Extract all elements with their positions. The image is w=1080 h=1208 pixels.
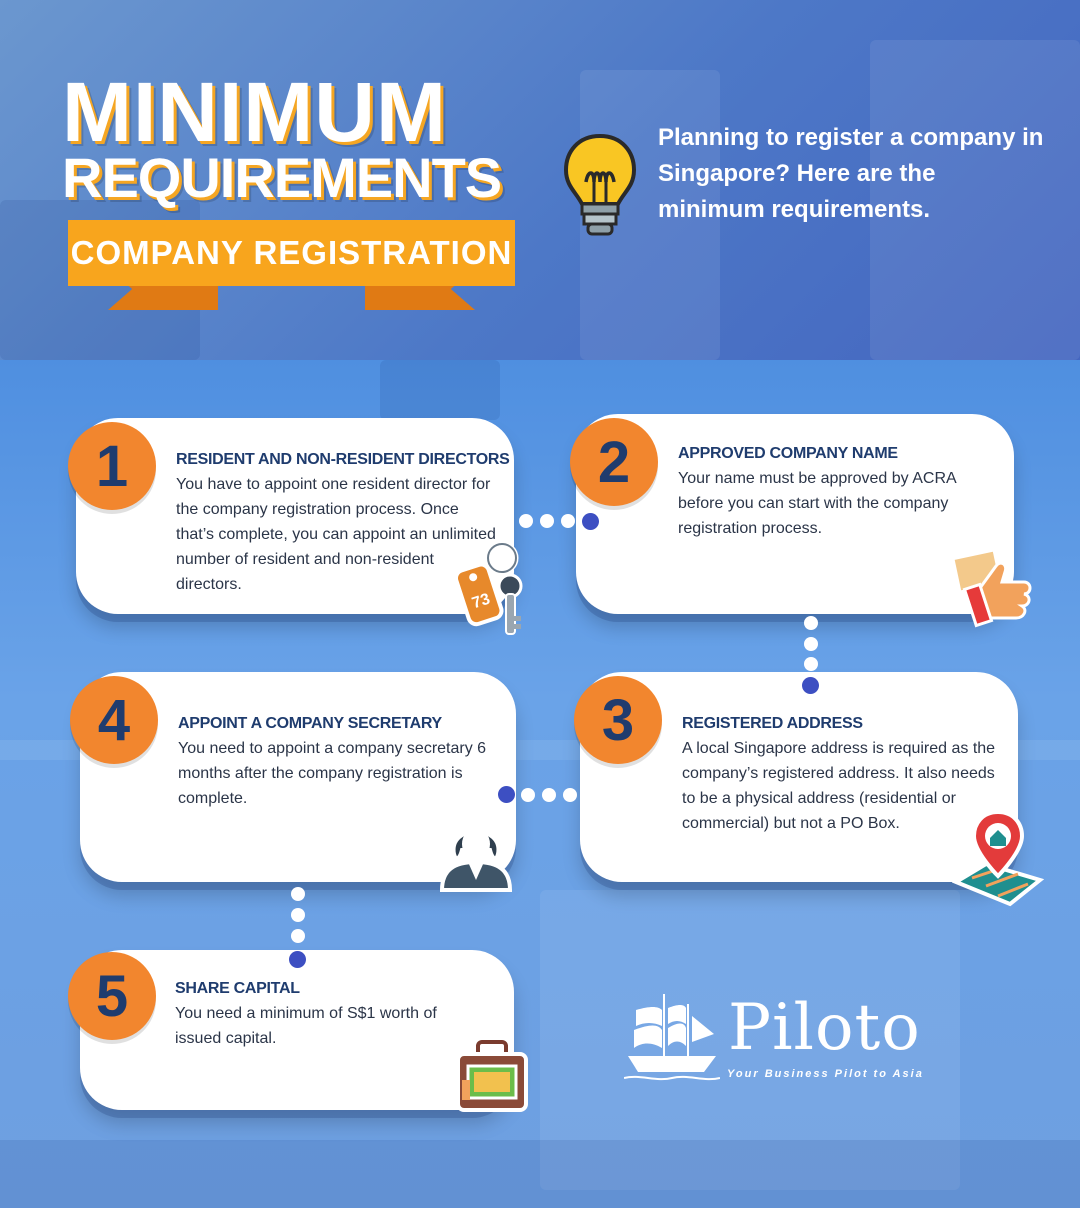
connector-dot [519, 514, 533, 528]
step-text-5: You need a minimum of S$1 worth of issue… [175, 1005, 437, 1047]
connector-end-dot [582, 513, 599, 530]
connector-dot [291, 908, 305, 922]
brand-tagline: Your Business Pilot to Asia [727, 1068, 924, 1080]
step-title-4: APPOINT A COMPANY SECRETARY [178, 715, 442, 732]
key-tag-label: 73 [470, 591, 492, 613]
title-line-2: REQUIREMENTS [62, 146, 502, 209]
step-title-5: SHARE CAPITAL [175, 980, 300, 997]
connector-end-dot [498, 786, 515, 803]
connector-dot [563, 788, 577, 802]
ship-icon [624, 994, 720, 1081]
bg-floor [0, 1140, 1080, 1208]
intro-text: Planning to register a company in Singap… [658, 124, 1044, 223]
step-text-4: You need to appoint a company secretary … [178, 740, 487, 807]
brand-name: Piloto [728, 991, 921, 1065]
step-title-1: RESIDENT AND NON-RESIDENT DIRECTORS [176, 451, 510, 468]
thumbs-up-icon [951, 548, 1032, 628]
connector-dot [540, 514, 554, 528]
ribbon-label: COMPANY REGISTRATION [68, 220, 515, 286]
step-number-3: 3 [574, 676, 662, 764]
step-number-2: 2 [570, 418, 658, 506]
connector-dot [291, 887, 305, 901]
money-case-icon [456, 1038, 528, 1112]
step-number-1: 1 [68, 422, 156, 510]
step-card-5 [80, 950, 514, 1110]
keys-icon: 73 [454, 541, 523, 635]
bg-desk [540, 890, 960, 1190]
bg-building [870, 40, 1080, 360]
bg-shape [380, 360, 500, 420]
secretary-icon [439, 828, 513, 892]
connector-dot [804, 616, 818, 630]
connector-dot [291, 929, 305, 943]
connector-dot [542, 788, 556, 802]
step-text-3: A local Singapore address is required as… [682, 740, 996, 832]
ribbon-banner: COMPANY REGISTRATION [68, 220, 515, 312]
connector-dot [804, 637, 818, 651]
step-text-2: Your name must be approved by ACRA befor… [678, 470, 956, 537]
title-line-1: MINIMUM [62, 65, 447, 159]
step-title-2: APPROVED COMPANY NAME [678, 445, 898, 462]
lightbulb-icon [563, 133, 637, 236]
connector-end-dot [289, 951, 306, 968]
connector-dot [521, 788, 535, 802]
step-text-1: You have to appoint one resident directo… [176, 476, 496, 593]
map-pin-icon [952, 809, 1044, 907]
step-title-3: REGISTERED ADDRESS [682, 715, 863, 732]
connector-end-dot [802, 677, 819, 694]
step-number-4: 4 [70, 676, 158, 764]
step-number-5: 5 [68, 952, 156, 1040]
connector-dot [804, 657, 818, 671]
connector-dot [561, 514, 575, 528]
